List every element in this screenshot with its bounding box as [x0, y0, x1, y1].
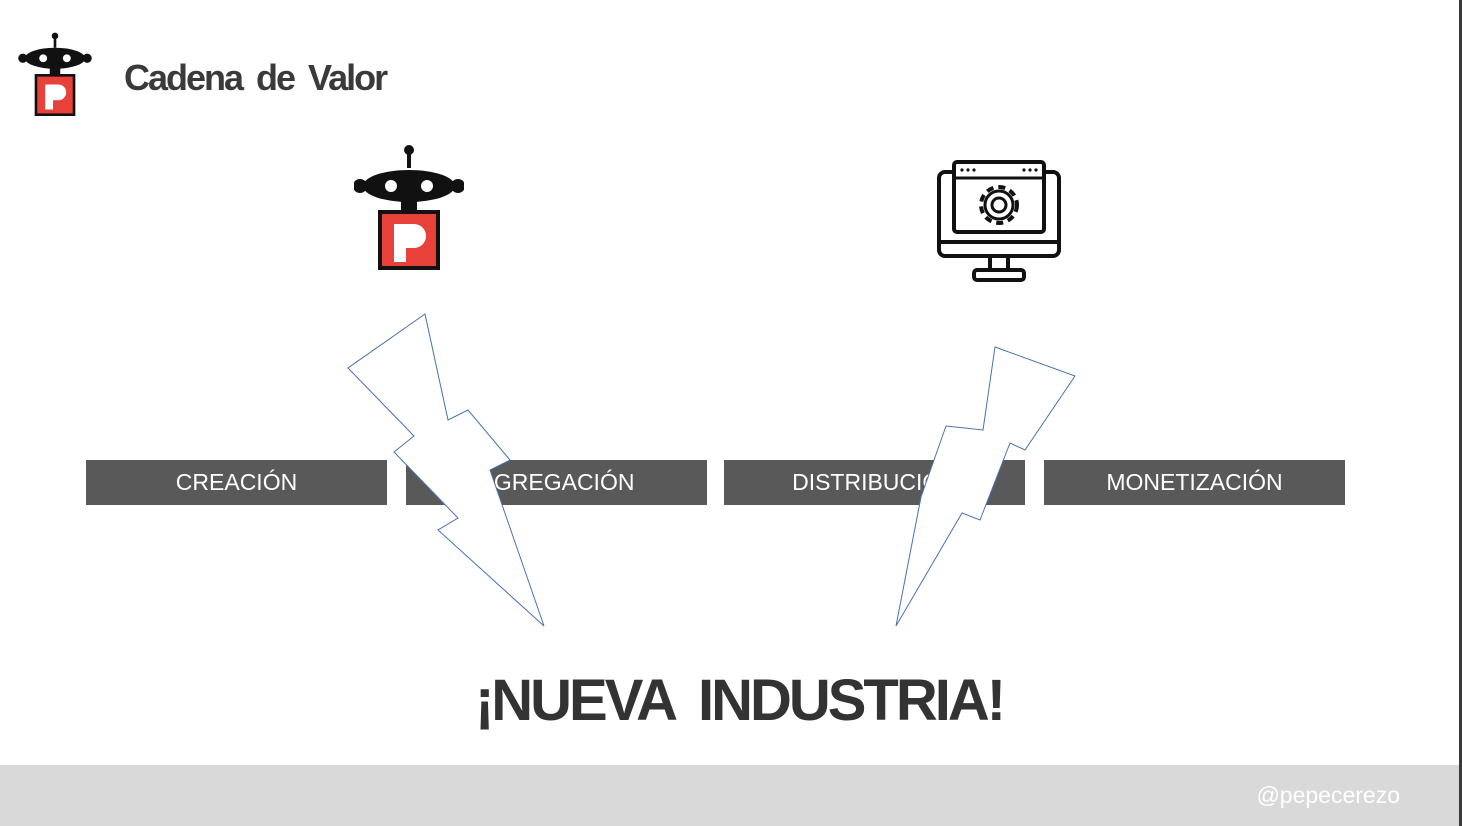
- stage-creacion: CREACIÓN: [86, 460, 387, 505]
- page-title: Cadena de Valor: [124, 57, 388, 98]
- robot-p-logo-icon: [18, 32, 92, 116]
- right-edge-divider: [1459, 0, 1462, 826]
- headline: ¡NUEVA INDUSTRIA!: [474, 668, 1006, 733]
- stage-distribucion: DISTRIBUCIÓN: [724, 460, 1025, 505]
- author-handle: @pepecerezo: [1256, 782, 1400, 808]
- stage-monetizacion: MONETIZACIÓN: [1044, 460, 1345, 505]
- robot-logo-icon: [354, 145, 464, 270]
- footer-bar: @pepecerezo: [0, 765, 1462, 826]
- stage-agregacion: AGREGACIÓN: [406, 460, 707, 505]
- computer-gear-icon: [937, 160, 1061, 282]
